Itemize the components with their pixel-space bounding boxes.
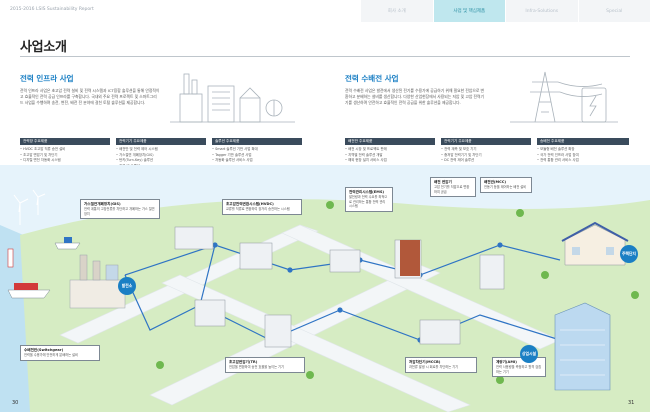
callout-ami: 계량기(AMI) 전력 사용량을 측정하고 원격 검침하는 기기 [492,357,546,378]
factory-line-icon [170,73,295,123]
list-item: HVDC 초고압 직류 송전 설비 [20,147,110,153]
callout-transformer: 초고압변압기(TR) 전압을 변환하여 송전 효율을 높이는 기기 [225,357,305,373]
left-section-title: 전력 인프라 사업 [20,74,74,83]
label-commercial: 상업시설 [520,345,538,363]
list-item: 배전반 및 전력 제어 시스템 [116,147,206,153]
left-box-3: 솔루션 주요제품 Smart 솔루션 기반 사업 확대 Tagger 기반 솔루… [212,138,302,167]
box-header: 솔루션 주요제품 [212,138,302,145]
page-title: 사업소개 [20,40,67,55]
right-box-1: 배전반 주요제품 배전 시장 및 프로젝트 판매 지역별 전력 솔루션 개발 해… [345,138,435,167]
section-tabbar: 회사 소개 사업 및 핵심제품 Infra-Solutions Special [360,0,650,22]
right-section-paragraph: 전력 수배전 사업은 발전에서 생산된 전기를 수용가에 공급하기 위해 필요한… [345,88,485,105]
list-item: 디지털 변전 자동화 시스템 [20,158,110,164]
power-line-icon [510,71,618,123]
label-residential: 주택단지 [620,245,638,263]
box-header: 전력기기 주요제품 [441,138,531,145]
callout-mcc: 배전반(MCC) 전동기 등을 제어하는 배전 설비 [480,177,532,193]
tab-infra-solutions[interactable]: Infra-Solutions [505,0,578,22]
list-item: 전력 통합 관리 서비스 사업 [537,158,629,164]
callout-desc: 고압 전기를 저압으로 변환하여 공급 [434,185,470,194]
list-item: Smart 솔루션 기반 사업 확대 [212,147,302,153]
list-item: 가스절연 개폐장치(GIS) [116,153,206,159]
callout-title: 수배전반(Switchgear) [24,348,64,352]
list-item: 지역별 전력 솔루션 개발 [345,153,435,159]
tab-special[interactable]: Special [577,0,650,22]
page-number-left: 30 [12,400,19,406]
list-item: 해외 현장 설치 서비스 사업 [345,158,435,164]
box-header: 송배전 주요제품 [537,138,629,145]
list-item: 중저압 전력기기 및 차단기 [441,153,531,159]
callout-ems: 전력관리시스템(EMS) 발전량과 전력 수요를 최적으로 관리하는 통합 전력… [345,187,393,212]
callout-desc: 과전류 발생 시 회로를 차단하는 기기 [409,365,459,369]
callout-desc: 전동기 등을 제어하는 배전 설비 [484,185,527,189]
callout-title: 계량기(AMI) [496,360,517,364]
callout-title: 초고압변압기(TR) [229,360,258,364]
callout-switchgear: 수배전반(Switchgear) 전력을 수용가에 안전하게 분배하는 설비 [20,345,100,361]
callout-desc: 전력 계통의 고장전류를 차단하고 개폐하는 가스 절연 장치 [84,207,155,216]
tab-company[interactable]: 회사 소개 [360,0,433,22]
callout-title: 초고압전력변환시스템(HVDC) [226,202,274,206]
callout-desc: 전력 사용량을 측정하고 원격 검침하는 기기 [496,365,542,374]
callout-desc: 전압을 변환하여 송전 효율을 높이는 기기 [229,365,284,369]
callout-title: 배전 변압기 [434,180,452,184]
callout-title: 가스절연개폐장치(GIS) [84,202,121,206]
callout-title: 저압차단기(MCCB) [409,360,441,364]
box-header: 배전반 주요제품 [345,138,435,145]
list-item: 모듈형 배전 솔루션 확장 [537,147,629,153]
list-item: 턴키(Turn-Key) 솔루션 [116,158,206,164]
callout-title: 배전반(MCC) [484,180,507,184]
page-number-right: 31 [628,400,635,406]
power-infrastructure-illustration: 가스절연개폐장치(GIS) 전력 계통의 고장전류를 차단하고 개폐하는 가스 … [0,165,650,412]
list-item: Tagger 기반 솔루션 사업 [212,153,302,159]
callout-hvdc: 초고압전력변환시스템(HVDC) 교류를 직류로 변환하여 장거리 송전하는 시… [222,199,302,215]
list-item: 전력 계측 및 보호 기기 [441,147,531,153]
right-box-3: 송배전 주요제품 모듈형 배전 솔루션 확장 국가 전력 인프라 사업 참여 전… [537,138,629,167]
label-power-plant: 발전소 [118,277,136,295]
left-box-1: 전력망 주요제품 HVDC 초고압 직류 송전 설비 초고압 변압기 및 차단기… [20,138,110,167]
right-box-2: 전력기기 주요제품 전력 계측 및 보호 기기 중저압 전력기기 및 차단기 D… [441,138,531,167]
callout-title: 전력관리시스템(EMS) [349,190,385,194]
tab-business[interactable]: 사업 및 핵심제품 [432,0,505,22]
list-item: DC 전력 제어 솔루션 [441,158,531,164]
report-title: 2015-2016 LSIS Sustainability Report [10,7,94,12]
box-header: 전력기기 주요제품 [116,138,206,145]
title-divider [20,56,630,57]
left-section-paragraph: 전력 인프라 사업은 초고압 전력 설비 및 전력 시스템과 ICT융합 솔루션… [20,88,160,105]
callout-mccb: 저압차단기(MCCB) 과전류 발생 시 회로를 차단하는 기기 [405,357,477,373]
callout-desc: 전력을 수용가에 안전하게 분배하는 설비 [24,353,78,357]
list-item: 국가 전력 인프라 사업 참여 [537,153,629,159]
callout-desc: 발전량과 전력 수요를 최적으로 관리하는 통합 전력 관리 시스템 [349,195,388,209]
list-item: 배전 시장 및 프로젝트 판매 [345,147,435,153]
callout-desc: 교류를 직류로 변환하여 장거리 송전하는 시스템 [226,207,290,211]
box-header: 전력망 주요제품 [20,138,110,145]
right-section-title: 전력 수배전 사업 [345,74,399,83]
callout-distribution-transformer: 배전 변압기 고압 전기를 저압으로 변환하여 공급 [430,177,476,198]
list-item: 자동화 솔루션 서비스 사업 [212,158,302,164]
callout-gis: 가스절연개폐장치(GIS) 전력 계통의 고장전류를 차단하고 개폐하는 가스 … [80,199,160,220]
list-item: 초고압 변압기 및 차단기 [20,153,110,159]
